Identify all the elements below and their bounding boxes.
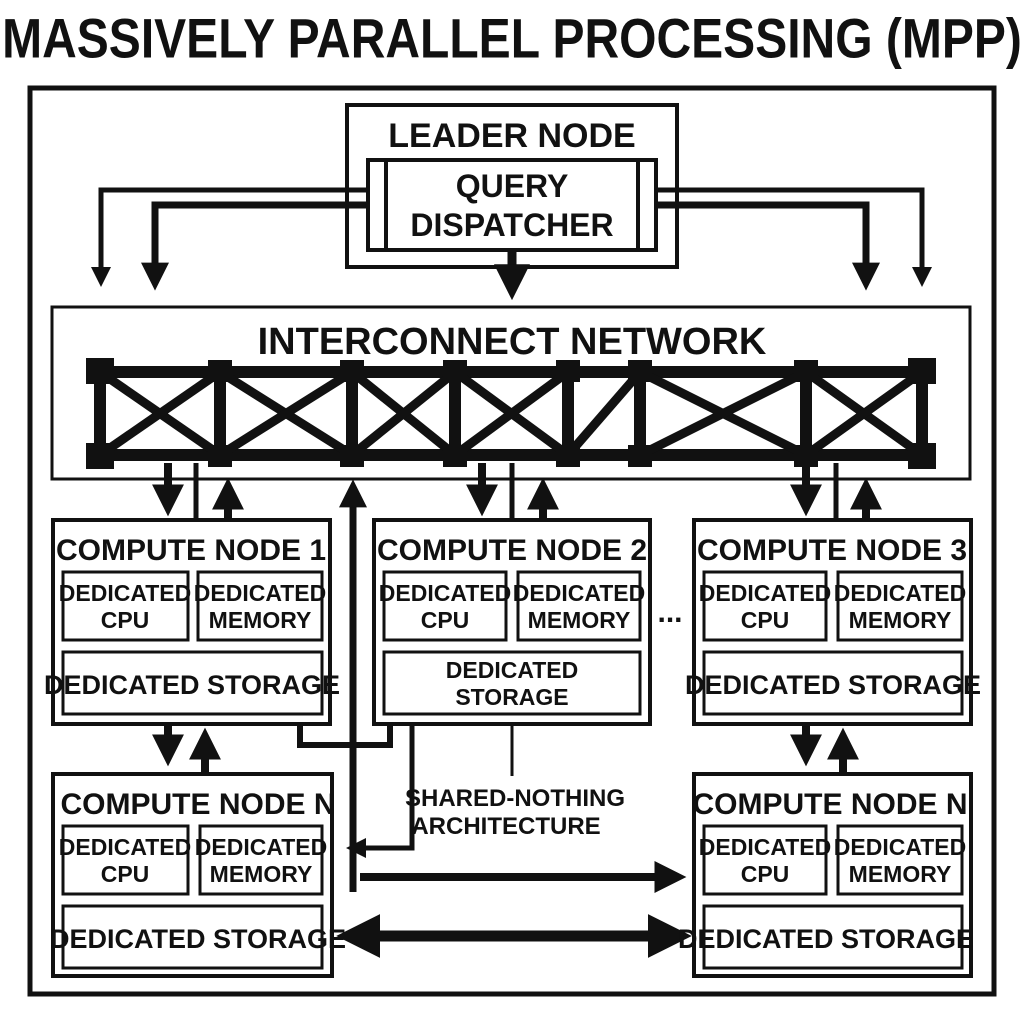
cpu-label: CPU [101, 861, 150, 887]
interconnect-network: INTERCONNECT NETWORK [50, 305, 972, 481]
cpu-label: DEDICATED [59, 580, 191, 606]
query-dispatcher: QUERY DISPATCHER [366, 158, 658, 252]
routing-lines [297, 479, 692, 958]
cpu-label: CPU [741, 607, 790, 633]
more-nodes-ellipsis: ... [657, 596, 682, 629]
memory-label: DEDICATED [195, 834, 327, 860]
compute-node-3: COMPUTE NODE 3 DEDICATED CPU DEDICATED M… [685, 518, 981, 726]
cpu-label: CPU [421, 607, 470, 633]
annotation-line-1: SHARED-NOTHING [405, 785, 625, 812]
node-title: COMPUTE NODE 1 [56, 534, 326, 567]
leader-node-label: LEADER NODE [388, 117, 635, 155]
outer-frame [27, 85, 997, 997]
compute-node-n-left: COMPUTE NODE N DEDICATED CPU DEDICATED M… [50, 772, 346, 978]
cpu-label: DEDICATED [379, 580, 511, 606]
dispatcher-line-2: DISPATCHER [410, 207, 613, 243]
cpu-label: DEDICATED [699, 834, 831, 860]
compute-node-2: COMPUTE NODE 2 DEDICATED CPU DEDICATED M… [372, 518, 652, 726]
storage-label: STORAGE [455, 684, 568, 710]
node-title: COMPUTE NODE N [692, 788, 967, 821]
storage-label: DEDICATED STORAGE [678, 924, 974, 954]
page-title: MASSIVELY PARALLEL PROCESSING (MPP) [2, 9, 1022, 71]
dispatch-arrows [91, 187, 932, 301]
compute-node-n-right: COMPUTE NODE N DEDICATED CPU DEDICATED M… [678, 772, 974, 978]
compute-node-1: COMPUTE NODE 1 DEDICATED CPU DEDICATED M… [44, 518, 340, 726]
storage-label: DEDICATED STORAGE [685, 670, 981, 700]
memory-label: DEDICATED [834, 580, 966, 606]
dispatcher-line-1: QUERY [456, 168, 569, 204]
node-title: COMPUTE NODE N [60, 788, 335, 821]
memory-label: MEMORY [528, 607, 631, 633]
memory-label: MEMORY [849, 861, 952, 887]
memory-label: DEDICATED [834, 834, 966, 860]
cpu-label: DEDICATED [59, 834, 191, 860]
storage-label: DEDICATED STORAGE [44, 670, 340, 700]
memory-label: MEMORY [209, 607, 312, 633]
network-node-arrows [152, 463, 882, 772]
interconnect-label: INTERCONNECT NETWORK [258, 321, 767, 363]
leader-node: LEADER NODE QUERY DISPATCHER [345, 103, 679, 269]
memory-label: DEDICATED [194, 580, 326, 606]
cpu-label: CPU [101, 607, 150, 633]
shared-nothing-annotation: SHARED-NOTHING ARCHITECTURE [405, 785, 625, 840]
storage-label: DEDICATED [446, 657, 578, 683]
memory-label: MEMORY [210, 861, 313, 887]
memory-label: MEMORY [849, 607, 952, 633]
cpu-label: CPU [741, 861, 790, 887]
memory-label: DEDICATED [513, 580, 645, 606]
node-title: COMPUTE NODE 2 [377, 534, 647, 567]
storage-label: DEDICATED STORAGE [50, 924, 346, 954]
annotation-line-2: ARCHITECTURE [411, 813, 600, 840]
node-title: COMPUTE NODE 3 [697, 534, 967, 567]
cpu-label: DEDICATED [699, 580, 831, 606]
network-truss [86, 358, 936, 469]
